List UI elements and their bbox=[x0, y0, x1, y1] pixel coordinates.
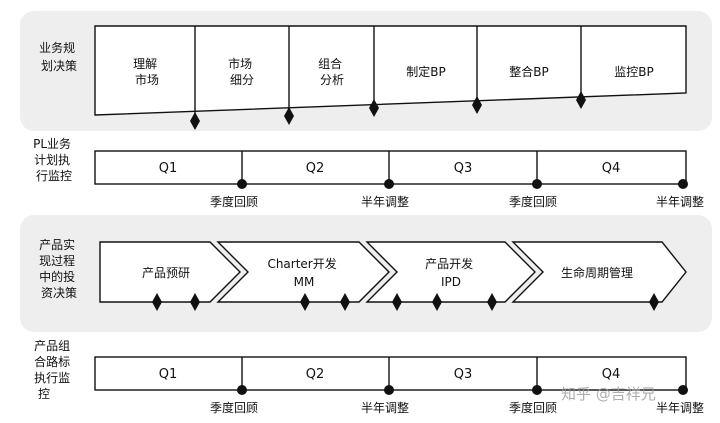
timeline2-label-line: 产品组 bbox=[34, 339, 70, 353]
timeline1-label-line: PL业务 bbox=[33, 136, 71, 151]
timeline2-dividers bbox=[241, 357, 538, 390]
phase-label-line: Charter开发 bbox=[267, 256, 336, 271]
timeline2-label: 产品组 合路标 执行监 控 bbox=[34, 339, 74, 401]
decision-diamond bbox=[152, 293, 162, 311]
investment-label-line: 现过程 bbox=[39, 253, 75, 268]
timeline2-marker-2: 半年调整 bbox=[361, 400, 409, 415]
review-dot bbox=[384, 385, 394, 395]
review-dot bbox=[384, 179, 394, 189]
timeline2-review-points bbox=[237, 385, 688, 395]
timeline1-label-line: 计划执 bbox=[34, 153, 70, 167]
business-planning-label: 业务规 划决策 bbox=[39, 40, 79, 73]
decision-diamond bbox=[340, 293, 350, 311]
timeline2-label-line: 执行监 bbox=[34, 371, 70, 385]
timeline1-marker-1: 季度回顾 bbox=[210, 194, 258, 209]
investment-decision-label: 产品实 现过程 中的投 资决策 bbox=[39, 237, 79, 300]
step-line: 细分 bbox=[230, 73, 254, 87]
decision-diamond bbox=[432, 293, 442, 311]
review-dot bbox=[532, 385, 542, 395]
timeline2-q2: Q2 bbox=[306, 367, 325, 382]
decision-diamond bbox=[649, 293, 659, 311]
step-line: 理解 bbox=[133, 57, 157, 71]
timeline1-marker-4: 半年调整 bbox=[656, 194, 704, 209]
step-line: 市场 bbox=[228, 56, 252, 71]
phase-development-label: 产品开发 IPD bbox=[425, 256, 477, 289]
timeline2-q3: Q3 bbox=[454, 367, 473, 382]
decision-diamond bbox=[487, 293, 497, 311]
phase-research-label: 产品预研 bbox=[142, 266, 190, 280]
step-market-segmentation: 市场 细分 bbox=[228, 56, 256, 87]
timeline1-review-points bbox=[237, 179, 688, 189]
timeline1-q1: Q1 bbox=[159, 161, 178, 176]
step-make-bp: 制定BP bbox=[406, 64, 445, 79]
timeline2-bar bbox=[94, 356, 687, 391]
timeline1-bar bbox=[94, 150, 687, 185]
business-planning-label-line-2: 划决策 bbox=[41, 59, 77, 73]
timeline1-dividers bbox=[241, 151, 538, 184]
timeline1-label-line: 行监控 bbox=[36, 169, 72, 183]
phase-label-line: MM bbox=[294, 275, 315, 289]
timeline1-label: PL业务 计划执 行监控 bbox=[33, 136, 75, 183]
step-monitor-bp: 监控BP bbox=[614, 65, 653, 79]
timeline2-label-line: 控 bbox=[38, 387, 50, 401]
timeline2-marker-3: 季度回顾 bbox=[509, 400, 557, 415]
timeline1-q2: Q2 bbox=[306, 161, 325, 176]
review-dot bbox=[237, 179, 247, 189]
step-line: 分析 bbox=[320, 73, 344, 87]
timeline1-q4: Q4 bbox=[602, 161, 621, 176]
timeline1-marker-2: 半年调整 bbox=[361, 194, 409, 209]
phase-chevrons bbox=[99, 241, 687, 303]
watermark: 知乎 @吉祥兄 bbox=[561, 385, 656, 403]
phase-chevron-charter bbox=[216, 241, 390, 303]
investment-label-line: 产品实 bbox=[39, 237, 75, 252]
phase-chevron-research bbox=[99, 241, 241, 303]
decision-diamond bbox=[300, 293, 310, 311]
business-planning-band bbox=[94, 25, 687, 116]
review-dot bbox=[237, 385, 247, 395]
decision-diamond bbox=[576, 91, 586, 109]
phase-label-line: IPD bbox=[441, 275, 461, 289]
decision-diamond bbox=[472, 96, 482, 114]
business-planning-label-line-1: 业务规 bbox=[39, 40, 75, 55]
timeline2-q1: Q1 bbox=[159, 367, 178, 382]
investment-label-line: 资决策 bbox=[41, 286, 77, 300]
business-planning-decision-points bbox=[190, 91, 586, 130]
step-portfolio-analysis: 组合 分析 bbox=[318, 56, 346, 87]
decision-diamond bbox=[190, 112, 200, 130]
timeline2-label-line: 合路标 bbox=[34, 354, 70, 369]
business-planning-dividers bbox=[194, 26, 582, 121]
phase-charter-label: Charter开发 MM bbox=[267, 256, 340, 289]
review-dot bbox=[678, 385, 688, 395]
timeline1-q3: Q3 bbox=[454, 161, 473, 176]
investment-label-line: 中的投 bbox=[39, 269, 75, 284]
decision-diamond bbox=[284, 107, 294, 125]
timeline1-marker-3: 季度回顾 bbox=[509, 194, 557, 209]
decision-diamond bbox=[392, 293, 402, 311]
review-dot bbox=[532, 179, 542, 189]
step-integrate-bp: 整合BP bbox=[509, 64, 548, 79]
review-dot bbox=[678, 179, 688, 189]
investment-decision-points bbox=[152, 293, 659, 311]
phase-lifecycle-label: 生命周期管理 bbox=[561, 265, 633, 280]
step-line: 市场 bbox=[135, 72, 159, 87]
decision-diamond bbox=[369, 99, 379, 117]
step-line: 组合 bbox=[318, 56, 342, 71]
timeline2-marker-4: 半年调整 bbox=[656, 400, 704, 415]
timeline2-q4: Q4 bbox=[602, 367, 621, 382]
step-understand-market: 理解 市场 bbox=[133, 57, 161, 87]
phase-chevron-development bbox=[365, 241, 536, 303]
decision-diamond bbox=[190, 293, 200, 311]
phase-chevron-lifecycle bbox=[511, 241, 687, 303]
phase-label-line: 产品开发 bbox=[425, 256, 473, 271]
timeline2-marker-1: 季度回顾 bbox=[210, 400, 258, 415]
